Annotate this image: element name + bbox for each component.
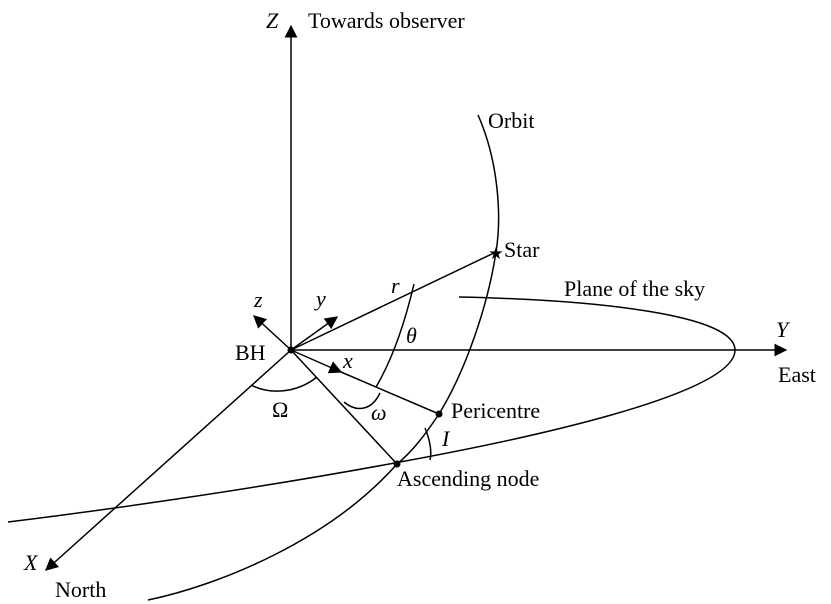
y-axis-caption: East (778, 362, 816, 387)
orbit-z-axis-line (253, 315, 292, 351)
orbit-y-label: y (314, 286, 326, 311)
orbit-label: Orbit (488, 108, 534, 133)
ascending-node-point (393, 460, 401, 468)
inclination-arc (424, 427, 432, 461)
omega-arc (343, 392, 381, 410)
omega-lower-label: ω (371, 400, 387, 425)
x-axis-line (45, 349, 292, 571)
x-axis-letter: X (23, 550, 39, 575)
orbit-z-label: z (253, 287, 263, 312)
theta-label: θ (406, 323, 417, 348)
x-axis-caption: North (55, 577, 106, 602)
sky-plane-ellipse (7, 296, 736, 523)
star-label: Star (504, 237, 540, 262)
pericentre-label: Pericentre (451, 398, 540, 423)
omega-upper-label: Ω (272, 397, 288, 422)
z-axis-caption: Towards observer (308, 8, 465, 33)
orbit-y-axis-line (290, 316, 339, 351)
y-axis-letter: Y (776, 317, 791, 342)
pericentre-line (340, 371, 440, 415)
star-icon: ★ (488, 244, 503, 263)
theta-arc (375, 283, 415, 388)
inclination-label: I (441, 426, 451, 451)
bh-point (287, 346, 295, 354)
sky-plane-label: Plane of the sky (564, 276, 705, 301)
bh-label: BH (235, 340, 266, 365)
line-of-nodes (290, 349, 398, 465)
orbit-curve (147, 114, 500, 601)
pericentre-point (435, 410, 443, 418)
orbit-x-axis-line (290, 349, 343, 374)
r-label: r (391, 273, 400, 298)
ascending-node-label: Ascending node (397, 466, 539, 491)
orbit-x-label: x (342, 348, 353, 373)
z-axis-letter: Z (266, 8, 279, 33)
radius-vector-line (290, 251, 497, 351)
capital-omega-arc (250, 376, 318, 392)
